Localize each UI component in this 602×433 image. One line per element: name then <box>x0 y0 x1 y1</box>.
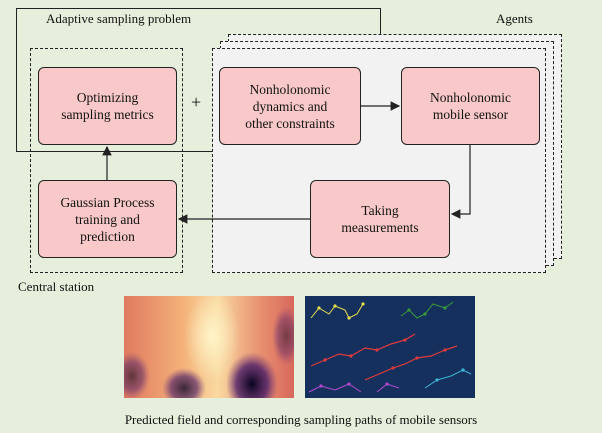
arrow-sensor-to-measurements <box>450 145 471 219</box>
sampling-paths-image <box>305 296 475 398</box>
node-gaussian-process: Gaussian Process training and prediction <box>38 180 177 258</box>
predicted-field-image <box>124 296 294 398</box>
node-nonholonomic-mobile-sensor: Nonholonomic mobile sensor <box>401 67 540 145</box>
central-station-region <box>30 48 183 273</box>
node-nonholonomic-dynamics: Nonholonomic dynamics and other constrai… <box>219 67 361 145</box>
figure-caption: Predicted field and corresponding sampli… <box>124 412 478 427</box>
adaptive-sampling-title: Adaptive sampling problem <box>46 11 192 26</box>
node-optimizing-sampling-metrics: Optimizing sampling metrics <box>38 67 177 145</box>
agents-label: Agents <box>496 11 533 26</box>
node-taking-measurements: Taking measurements <box>310 180 450 258</box>
central-station-label: Central station <box>18 279 95 294</box>
plus-sign: + <box>191 92 202 112</box>
